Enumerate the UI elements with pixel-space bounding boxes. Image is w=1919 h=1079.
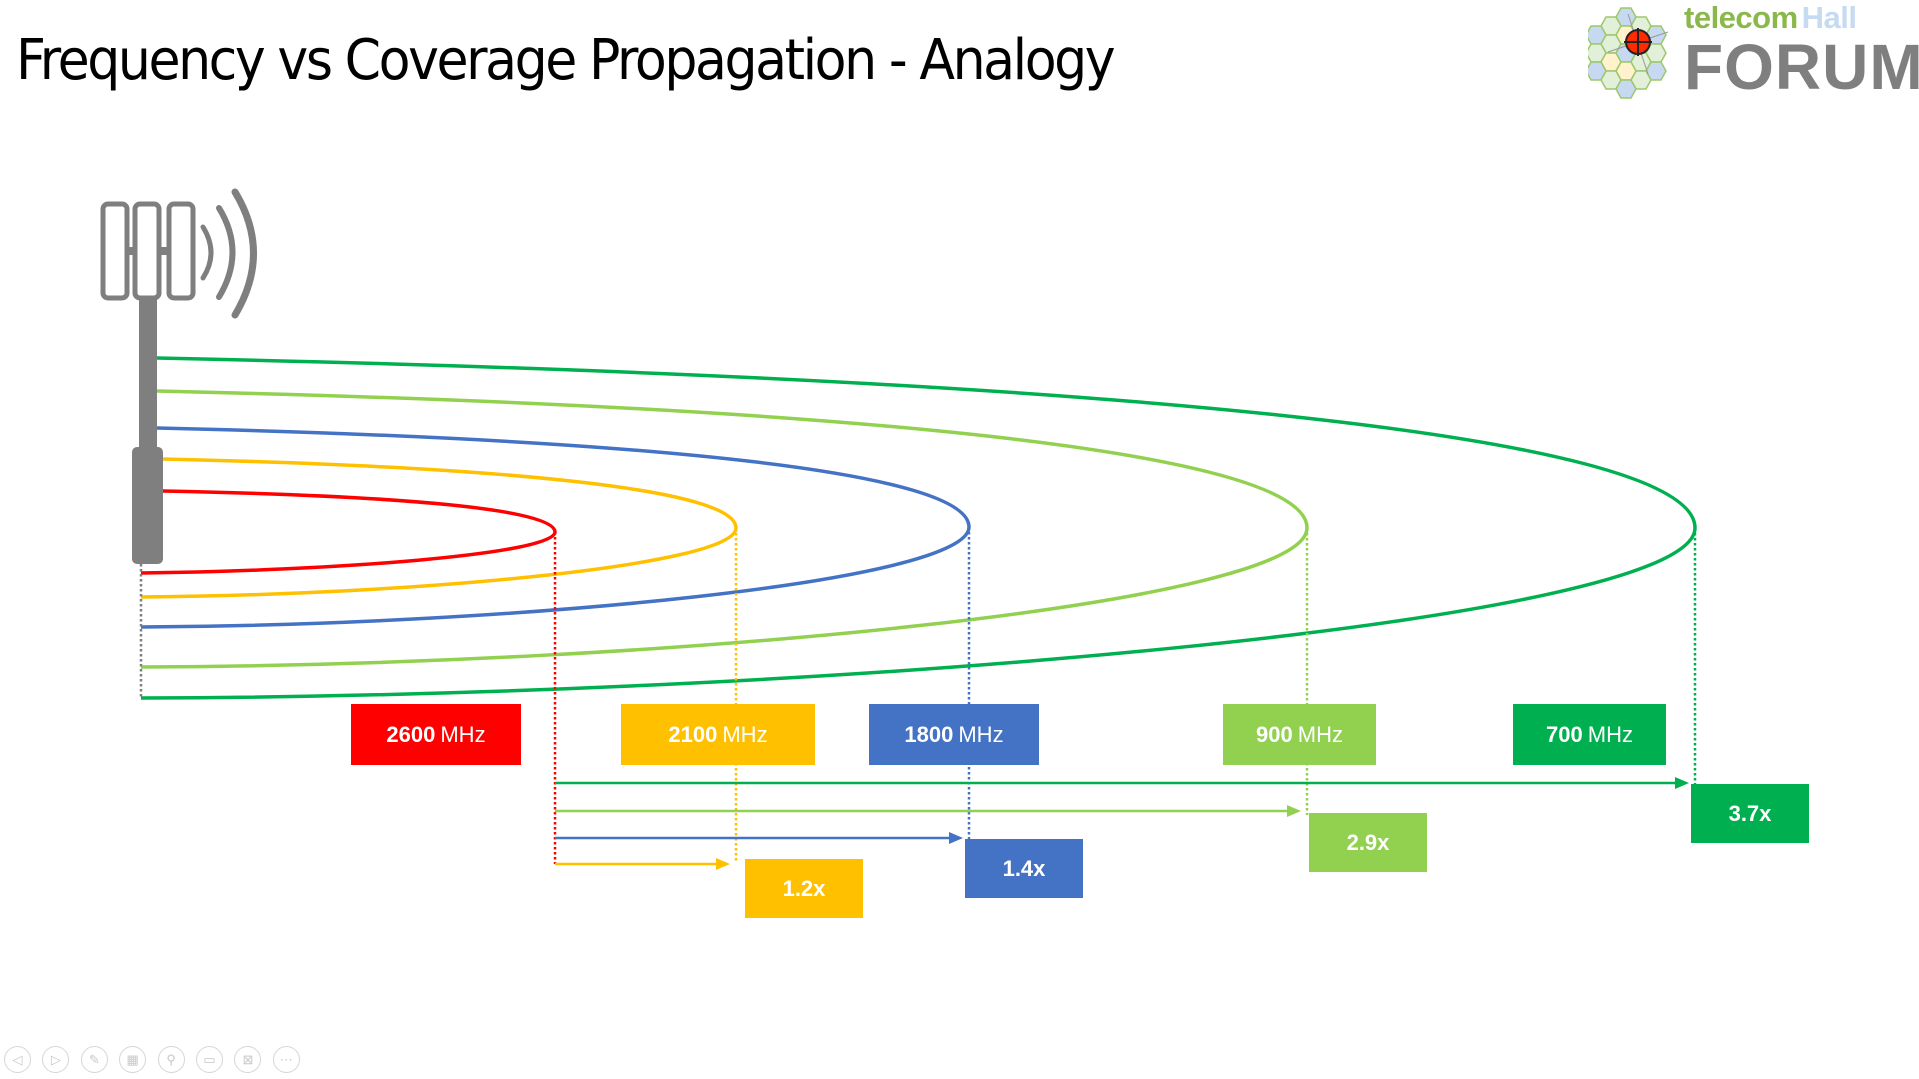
zoom-button[interactable]: ⚲ (157, 1046, 185, 1073)
previous-slide-icon: ◁ (12, 1051, 23, 1067)
coverage-lobe-700 (140, 356, 1697, 700)
coverage-factor-1800: 1.4x (965, 839, 1083, 898)
page-title: Frequency vs Coverage Propagation - Anal… (16, 28, 1116, 93)
see-all-slides-icon: ▦ (126, 1051, 139, 1067)
frequency-unit: MHz (440, 721, 486, 747)
frequency-value: 700 (1546, 721, 1583, 747)
coverage-factor-2100: 1.2x (745, 859, 863, 918)
subtitles-icon: ▭ (203, 1051, 216, 1067)
see-all-slides-button[interactable]: ▦ (119, 1046, 147, 1073)
next-slide-icon: ▷ (50, 1051, 61, 1067)
next-slide-button[interactable]: ▷ (42, 1046, 70, 1073)
frequency-value: 2100 (668, 721, 718, 747)
arrowhead-900 (1287, 805, 1301, 817)
frequency-unit: MHz (1587, 721, 1633, 747)
arrowhead-700 (1675, 777, 1689, 789)
pen-tool-icon: ✎ (88, 1051, 100, 1067)
logo-text-hall: Hall (1801, 0, 1857, 35)
frequency-unit: MHz (722, 721, 768, 747)
arrowhead-1800 (949, 832, 963, 844)
coverage-lobe-2600 (140, 489, 557, 575)
logo-text-telecom: telecom (1684, 0, 1798, 35)
zoom-icon: ⚲ (166, 1051, 176, 1067)
camera-toggle-button[interactable]: ⊠ (234, 1046, 262, 1073)
logo-text-forum: FORUM (1684, 31, 1919, 103)
arrowhead-2100 (716, 858, 730, 870)
more-options-button[interactable]: ⋯ (272, 1046, 300, 1073)
coverage-lobe-2100 (140, 457, 738, 599)
pen-tool-button[interactable]: ✎ (80, 1046, 108, 1073)
frequency-value: 900 (1256, 721, 1293, 747)
camera-toggle-icon: ⊠ (242, 1051, 254, 1067)
subtitles-button[interactable]: ▭ (196, 1046, 223, 1073)
more-options-icon: ⋯ (279, 1051, 293, 1067)
coverage-factor-900: 2.9x (1309, 813, 1427, 872)
honeycomb-target-icon (1588, 7, 1669, 99)
frequency-unit: MHz (1297, 721, 1343, 747)
frequency-value: 2600 (386, 721, 436, 747)
previous-slide-button[interactable]: ◁ (4, 1046, 31, 1073)
slideshow-control-bar: ◁ ▷ ✎ ▦ ⚲ ▭ ⊠ ⋯ (0, 1046, 320, 1076)
coverage-factor-700: 3.7x (1691, 784, 1809, 843)
frequency-value: 1800 (904, 721, 954, 747)
frequency-unit: MHz (958, 721, 1004, 747)
cell-tower-antenna-icon (100, 188, 257, 564)
